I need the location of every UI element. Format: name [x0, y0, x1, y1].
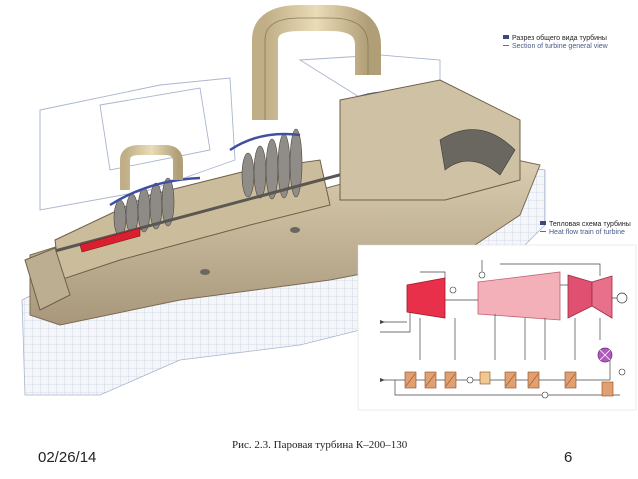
legend-section-en: Section of turbine general view: [512, 43, 609, 50]
front-bearing: [24, 247, 71, 311]
legend: Разрез общего вида турбины Section of tu…: [503, 34, 631, 236]
hot-steam-section: [79, 227, 141, 253]
legend-section-ru: Разрез общего вида турбины: [512, 34, 607, 42]
heat-flow-scheme: [357, 244, 637, 411]
figure-caption: Рис. 2.3. Паровая турбина К–200–130: [232, 439, 408, 451]
turbine-cutaway: [21, 5, 546, 396]
lp-exhaust: [339, 79, 521, 201]
legend-heat-ru: Тепловая схема турбины: [549, 220, 631, 228]
turbine-illustration: Разрез общего вида турбины Section of tu…: [21, 5, 637, 411]
legend-marker-section: [503, 35, 509, 39]
steam-pipe-small: [120, 145, 183, 190]
hp-rotor: [113, 177, 175, 237]
legend-heat-en: Heat flow train of turbine: [549, 229, 625, 236]
scheme-background: [357, 244, 637, 411]
legend-marker-heat: [540, 221, 546, 225]
ip-rotor: [241, 128, 303, 200]
hp-turbine-symbol: [406, 277, 446, 319]
ip-turbine-symbol: [477, 271, 561, 321]
slide-date: 02/26/14: [38, 449, 97, 466]
slide-number: 6: [564, 449, 573, 466]
generator-symbol: [616, 292, 628, 304]
